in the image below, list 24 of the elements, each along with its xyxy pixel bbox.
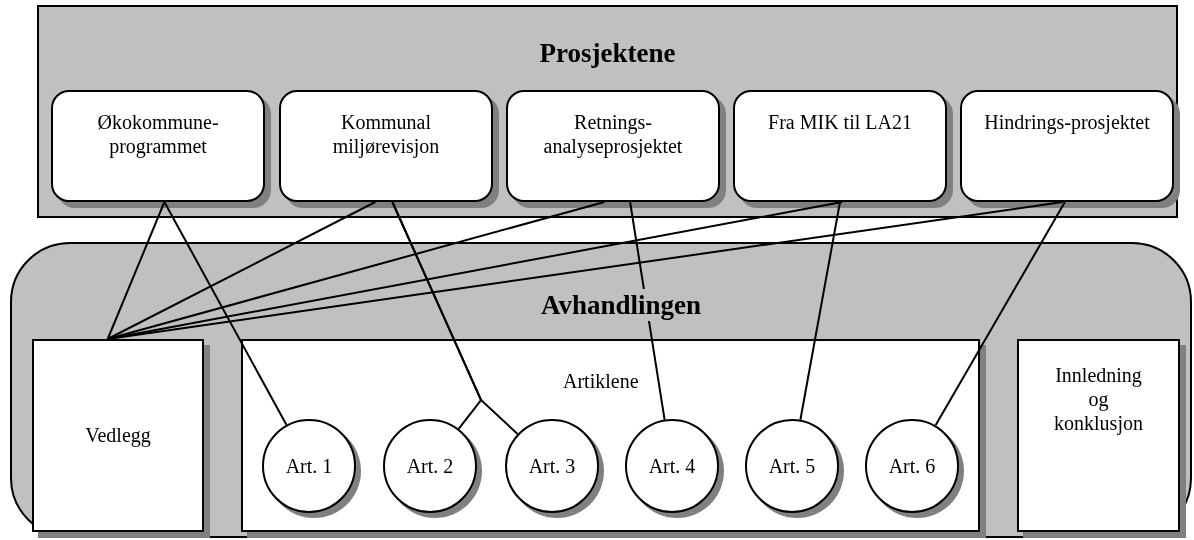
node-label: Art. 6 xyxy=(887,454,937,478)
connector-line xyxy=(629,201,666,421)
section-title: Avhandlingen xyxy=(539,289,704,321)
project-name: Kommunal miljørevisjon xyxy=(331,110,441,158)
node-label: Art. 1 xyxy=(284,454,334,478)
connector-line xyxy=(106,201,166,340)
node-label: Art. 3 xyxy=(527,454,577,478)
node-label: Vedlegg xyxy=(84,423,152,447)
project-name: Økokommune-programmet xyxy=(96,110,220,158)
node-label: Art. 2 xyxy=(405,454,455,478)
connector-line xyxy=(799,201,841,421)
connector-line xyxy=(934,201,1066,427)
connector-line xyxy=(106,201,377,340)
project-name: Hindrings-prosjektet xyxy=(983,110,1151,134)
node-label: Art. 4 xyxy=(647,454,697,478)
project-name: Fra MIK til LA21 xyxy=(767,110,913,134)
group-panel xyxy=(37,5,1178,218)
node-label: Innledning og konklusjon xyxy=(1053,363,1144,435)
connector-line xyxy=(163,201,288,426)
group-panel xyxy=(10,242,1192,538)
project-name: Retnings-analyseprosjektet xyxy=(542,110,684,158)
connector-line xyxy=(391,201,519,435)
node-label: Art. 5 xyxy=(767,454,817,478)
group-label: Artiklene xyxy=(563,369,639,393)
